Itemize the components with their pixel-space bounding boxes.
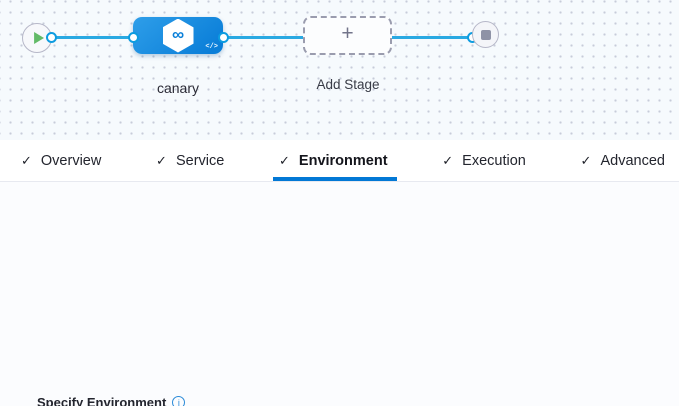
tab-execution[interactable]: ✓ Execution — [442, 152, 526, 169]
checkmark-icon: ✓ — [21, 152, 32, 168]
checkmark-icon: ✓ — [580, 152, 592, 168]
tab-overview[interactable]: ✓ Overview — [21, 152, 102, 169]
tab-environment[interactable]: ✓ Environment — [273, 140, 397, 181]
stage-name-label: canary — [156, 80, 200, 96]
pipeline-end-node — [472, 21, 499, 48]
cd-stage-hexagon-icon: ∞ — [162, 18, 194, 53]
connector-dot — [46, 32, 57, 43]
connector-dot — [128, 32, 139, 43]
checkmark-icon: ✓ — [156, 152, 167, 168]
checkmark-icon: ✓ — [279, 152, 290, 168]
pipeline-canvas: ∞ </> canary + Add Stage — [0, 0, 679, 141]
connector-dot — [218, 32, 229, 43]
plus-icon: + — [341, 22, 354, 45]
specify-environment-label: Specify Environment — [37, 395, 167, 406]
environment-tab-panel: Specify Environment i Σx Back Continue F… — [0, 182, 679, 406]
tab-service[interactable]: ✓ Service — [156, 152, 225, 169]
specify-environment-label-row: Specify Environment i — [37, 395, 186, 406]
add-stage-button[interactable]: + — [303, 16, 392, 55]
code-icon: </> — [205, 43, 218, 51]
infinity-glyph: ∞ — [171, 24, 185, 44]
stop-icon — [480, 29, 491, 40]
stage-tab-bar: ✓ Overview ✓ Service ✓ Environment ✓ Exe… — [0, 140, 679, 182]
tab-advanced[interactable]: ✓ Advanced — [580, 152, 665, 169]
info-icon[interactable]: i — [172, 396, 186, 406]
play-icon — [34, 32, 44, 44]
pipeline-edge-line — [37, 36, 478, 39]
add-stage-label: Add Stage — [316, 77, 380, 92]
checkmark-icon: ✓ — [442, 152, 454, 168]
stage-node-canary[interactable]: ∞ </> — [133, 17, 223, 54]
